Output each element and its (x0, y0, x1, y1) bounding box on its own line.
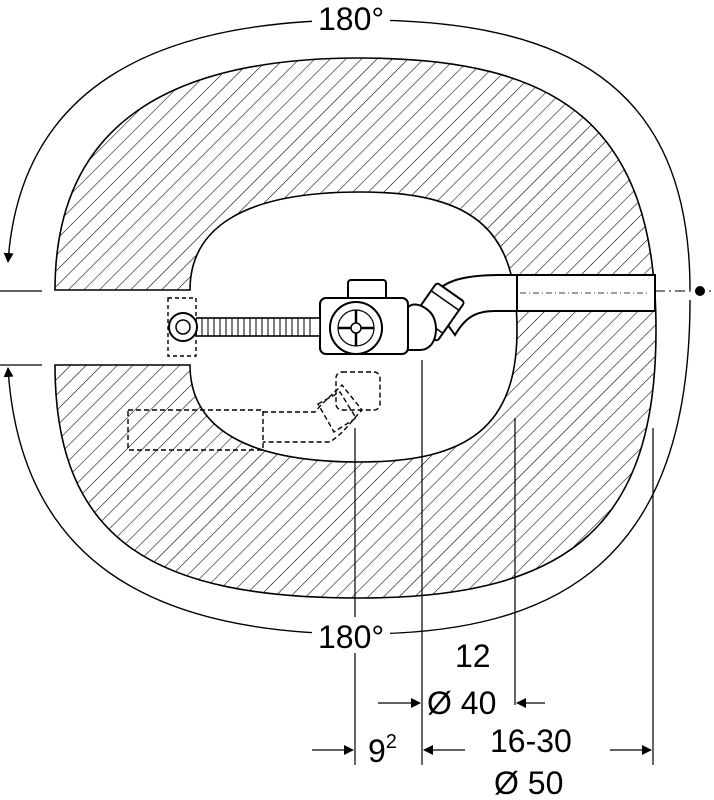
dim-label-9-base: 9 (368, 733, 386, 769)
dim-label-12: 12 (455, 638, 491, 674)
dim-label-d50: Ø 50 (494, 765, 563, 800)
angle-label-top: 180° (318, 1, 384, 37)
dim-label-16-30: 16-30 (490, 723, 572, 759)
dim-label-d40: Ø 40 (427, 685, 496, 721)
dim-label-9: 92 (368, 731, 397, 769)
hatched-floor-area (54, 57, 657, 599)
alternate-position-dashed (127, 371, 381, 451)
angle-label-bottom: 180° (318, 619, 384, 655)
threaded-rod (195, 317, 321, 337)
dim-label-9-exp: 2 (386, 731, 397, 753)
centre-point (695, 286, 705, 296)
